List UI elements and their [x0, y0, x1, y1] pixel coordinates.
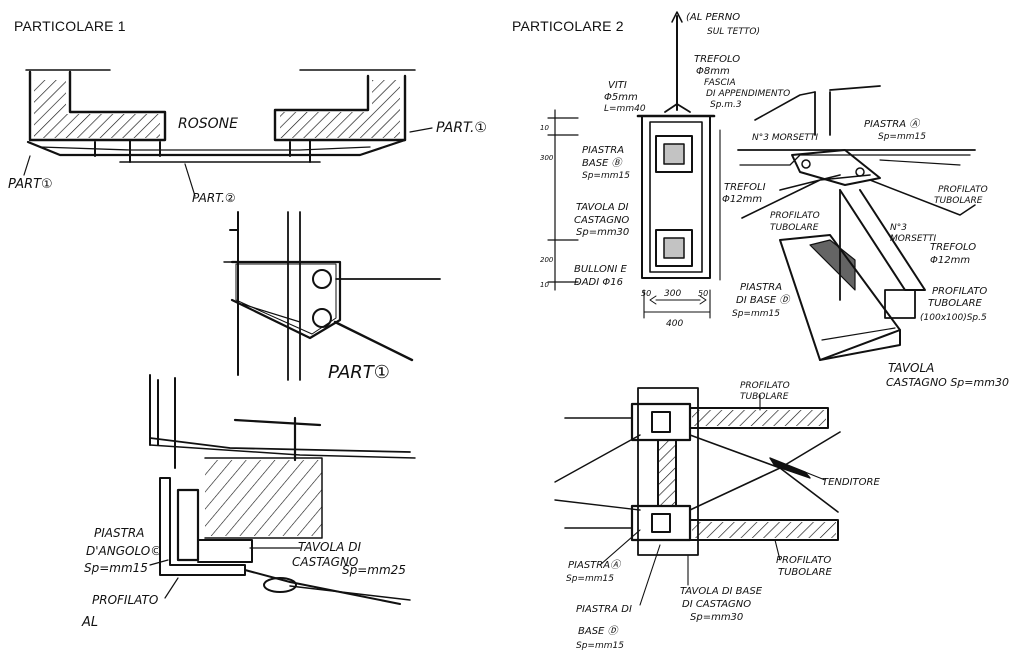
label-tenditore: TENDITORE: [822, 477, 880, 488]
label-trefolo-8-2: Φ8mm: [696, 66, 730, 77]
axonometric-view: [737, 85, 976, 361]
label-piastra-base-d2-1: PIASTRA DI: [576, 604, 632, 615]
label-viti-2: Φ5mm: [604, 92, 638, 103]
label-profilato-tub-b1: PROFILATO: [938, 185, 988, 195]
particolare-1-labels: ROSONE PART.① PART① PART.② PART① PIASTRA…: [8, 116, 487, 630]
dim-300-h: 300: [664, 289, 681, 299]
label-piastra-base-b-1: PIASTRA: [582, 145, 624, 156]
dim-400-h: 400: [666, 319, 683, 329]
label-profilato-al-2: AL: [81, 615, 98, 630]
label-profilato-tub-d1: PROFILATO: [740, 381, 790, 391]
label-piastra-base-d-1: PIASTRA: [740, 282, 782, 293]
dim-10-a: 10: [540, 124, 549, 132]
label-piastra-a-2: Sp=mm15: [878, 132, 926, 142]
label-tavola-castagno-a2: CASTAGNO: [292, 555, 358, 569]
dim-50-a: 50: [641, 289, 651, 298]
label-tavola-castagno-c1: TAVOLA: [888, 361, 934, 375]
label-trefolo-12b-2: Φ12mm: [930, 255, 970, 266]
label-tavola-base-3: Sp=mm30: [690, 612, 743, 623]
label-profilato-al-1: PROFILATO: [92, 593, 158, 607]
label-fascia-1: FASCIA: [704, 78, 736, 88]
label-tavola-castagno-b2: CASTAGNO: [574, 215, 629, 226]
label-tavola-castagno-a1: TAVOLA DI: [298, 540, 361, 554]
label-trefoli-12-1: TREFOLI: [724, 182, 766, 193]
label-part1-detail: PART①: [328, 362, 390, 383]
label-tavola-base-2: DI CASTAGNO: [682, 599, 751, 610]
label-part1-left: PART①: [8, 177, 53, 192]
label-tavola-castagno-b1: TAVOLA DI: [576, 202, 629, 213]
label-profilato-tub-e2: TUBOLARE: [778, 567, 833, 578]
label-profilato-tub-e1: PROFILATO: [776, 555, 831, 566]
dim-300-v: 300: [540, 154, 554, 162]
label-piastra-a2-2: Sp=mm15: [566, 574, 614, 584]
label-piastra-a-1: PIASTRA Ⓐ: [864, 118, 921, 130]
label-tavola-base-1: TAVOLA DI BASE: [680, 586, 763, 597]
dim-50-b: 50: [698, 289, 708, 298]
label-profilato-tub-c3: (100x100)Sp.5: [920, 313, 987, 323]
label-profilato-tub-c1: PROFILATO: [932, 286, 987, 297]
label-al-perno-2: SUL TETTO): [707, 27, 760, 37]
label-viti-1: VITI: [608, 80, 627, 91]
corner-detail: [149, 374, 416, 605]
title-particolare-1: PARTICOLARE 1: [14, 18, 126, 34]
elevation-plate: [547, 109, 721, 319]
label-piastra-base-d2-3: Sp=mm15: [576, 641, 624, 651]
label-bulloni-1: BULLONI E: [574, 264, 627, 275]
label-part1-right: PART.①: [436, 120, 487, 136]
label-rosone: ROSONE: [178, 116, 238, 132]
label-trefolo-8-1: TREFOLO: [694, 54, 740, 65]
label-piastra-angolo-1: PIASTRA: [94, 526, 144, 540]
label-part2: PART.②: [192, 191, 236, 205]
label-viti-3: L=mm40: [604, 104, 646, 114]
label-piastra-angolo-3: Sp=mm15: [84, 561, 148, 575]
label-piastra-base-d2-2: BASE Ⓓ: [578, 625, 620, 637]
label-morsetti-3b-1: N°3: [890, 223, 907, 233]
particolare-1-drawing: [23, 69, 441, 605]
label-profilato-tub-b2: TUBOLARE: [934, 196, 983, 206]
label-piastra-base-b-2: BASE Ⓑ: [582, 157, 624, 169]
label-piastra-a2-1: PIASTRAⒶ: [568, 559, 622, 571]
label-tavola-castagno-a3: Sp=mm25: [342, 563, 406, 577]
label-al-perno-1: (AL PERNO: [686, 12, 740, 23]
particolare-2-drawing: [547, 11, 976, 606]
label-piastra-angolo-2: D'ANGOLO©: [86, 544, 162, 558]
label-piastra-base-d-2: DI BASE Ⓓ: [736, 294, 791, 306]
title-particolare-2: PARTICOLARE 2: [512, 18, 624, 34]
part1-joint-detail: [223, 211, 441, 381]
label-piastra-base-b-3: Sp=mm15: [582, 171, 630, 181]
particolare-2-labels: (AL PERNO SUL TETTO) TREFOLO Φ8mm VITI Φ…: [540, 12, 1009, 651]
label-fascia-3: Sp.m.3: [710, 100, 742, 110]
label-trefoli-12-2: Φ12mm: [722, 194, 762, 205]
label-tavola-castagno-b3: Sp=mm30: [576, 227, 629, 238]
label-piastra-base-d-3: Sp=mm15: [732, 309, 780, 319]
label-morsetti-3b-2: MORSETTI: [890, 234, 936, 244]
dim-10-b: 10: [540, 281, 549, 289]
label-profilato-tub-a1: PROFILATO: [770, 211, 820, 221]
dim-200-v: 200: [540, 256, 554, 264]
rosone-section: [23, 69, 433, 197]
label-tavola-castagno-c2: CASTAGNO Sp=mm30: [886, 376, 1009, 389]
label-morsetti-3a: N°3 MORSETTI: [752, 133, 818, 143]
plan-view: [554, 387, 841, 606]
label-profilato-tub-d2: TUBOLARE: [740, 392, 789, 402]
label-profilato-tub-a2: TUBOLARE: [770, 223, 819, 233]
label-fascia-2: DI APPENDIMENTO: [706, 89, 790, 99]
label-trefolo-12b-1: TREFOLO: [930, 242, 976, 253]
label-profilato-tub-c2: TUBOLARE: [928, 298, 983, 309]
label-bulloni-2: DADI Φ16: [574, 277, 623, 288]
